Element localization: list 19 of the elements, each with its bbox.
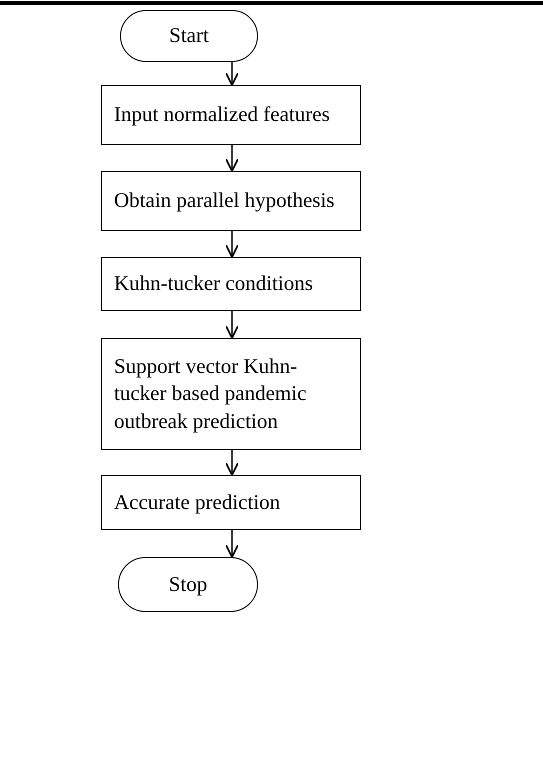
process-box	[101, 257, 361, 311]
terminal-node	[120, 10, 258, 62]
node-label: Input normalized features	[114, 101, 330, 128]
node-label: Accurate prediction	[114, 488, 280, 516]
arrow	[225, 530, 239, 558]
process-box	[101, 85, 361, 145]
process-box	[101, 171, 361, 231]
node-label: Support vector Kuhn-tucker based pandemic outbreak prediction	[114, 353, 308, 435]
arrow	[225, 311, 239, 339]
arrow	[225, 450, 239, 476]
node-label: Kuhn-tucker conditions	[114, 270, 313, 298]
node-label: Obtain parallel hypothesis	[114, 187, 334, 214]
arrow	[225, 145, 239, 172]
process-box	[101, 475, 361, 530]
arrow	[225, 231, 239, 258]
process-box	[101, 338, 361, 450]
node-label: Start	[169, 22, 209, 50]
node-label: Stop	[168, 570, 208, 598]
arrow	[225, 62, 239, 86]
